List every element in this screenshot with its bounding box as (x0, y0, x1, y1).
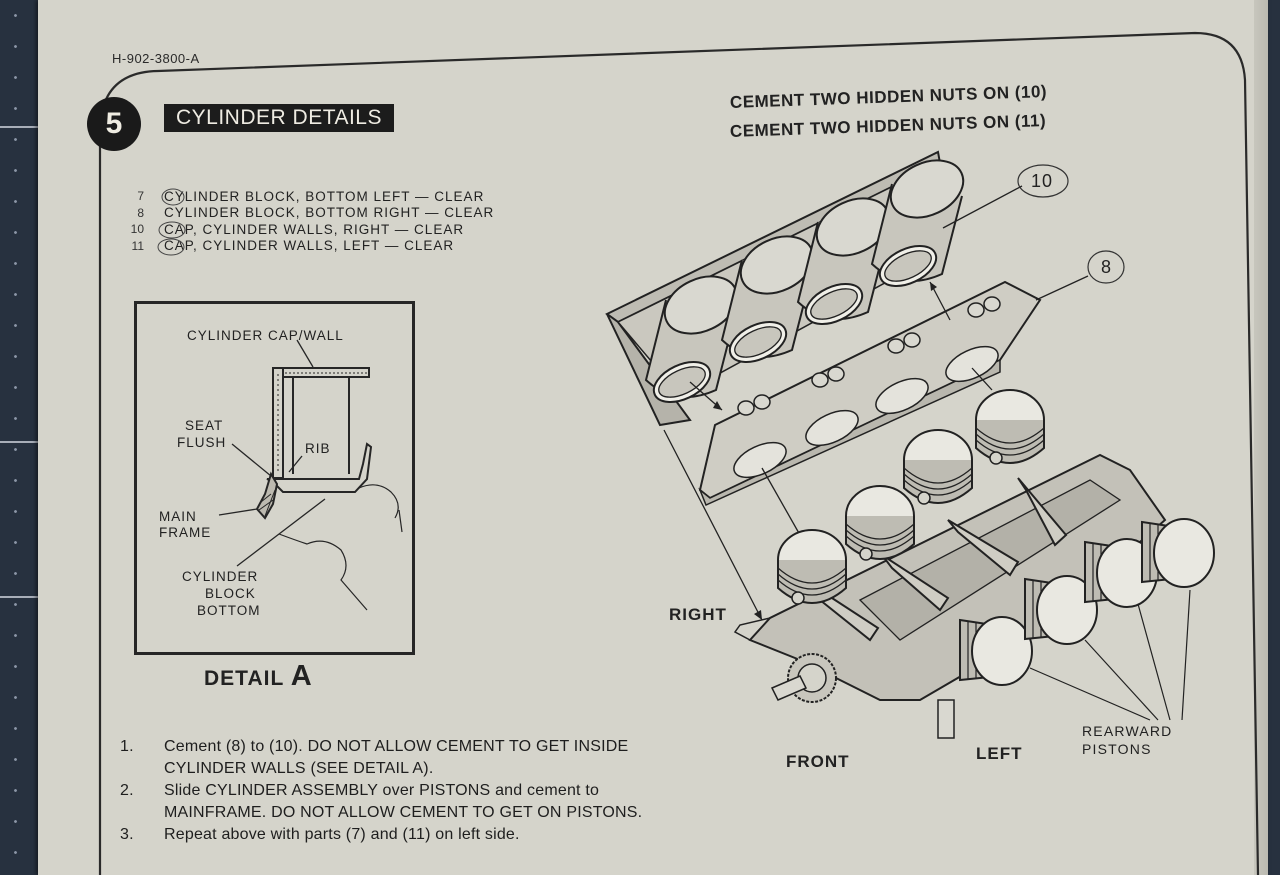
parts-list: 7 CYLINDER BLOCK, BOTTOM LEFT — CLEAR 8 … (120, 188, 494, 254)
step-title: CYLINDER DETAILS (164, 104, 394, 132)
label-rearward: REARWARD (1082, 723, 1173, 739)
part-row: 10 CAP, CYLINDER WALLS, RIGHT — CLEAR (120, 221, 494, 238)
label-rearward-pistons: REARWARD PISTONS (1082, 722, 1173, 758)
part-description: CYLINDER BLOCK, BOTTOM RIGHT — CLEAR (164, 205, 495, 221)
mat-grid-line (0, 126, 42, 128)
part-number-circles (157, 188, 186, 256)
detail-caption-letter: A (290, 660, 313, 692)
instruction-item: 1. Cement (8) to (10). DO NOT ALLOW CEME… (120, 736, 724, 780)
label-main: MAIN (159, 509, 197, 524)
part-number: 10 (130, 222, 144, 237)
part-number: 8 (137, 205, 144, 220)
label-front: FRONT (786, 752, 850, 771)
label-pistons: PISTONS (1082, 741, 1152, 757)
label-flush: FLUSH (177, 435, 227, 450)
part-row: 7 CYLINDER BLOCK, BOTTOM LEFT — CLEAR (120, 188, 494, 205)
mat-grid-line (0, 441, 42, 443)
instruction-sheet (38, 0, 1268, 875)
label-cylinder-cap-wall: CYLINDER CAP/WALL (187, 328, 344, 343)
label-bottom: BOTTOM (197, 603, 261, 618)
part-description: CYLINDER BLOCK, BOTTOM LEFT — CLEAR (164, 188, 485, 204)
callout-8: 8 (1101, 257, 1113, 277)
instruction-line: MAINFRAME. DO NOT ALLOW CEMENT TO GET ON… (164, 804, 643, 821)
part-number: 11 (131, 238, 144, 253)
part-description: CAP, CYLINDER WALLS, LEFT — CLEAR (164, 238, 455, 254)
instruction-number: 3. (120, 826, 134, 843)
label-rib: RIB (305, 441, 331, 456)
detail-caption-word: DETAIL (204, 667, 284, 690)
label-cylinder: CYLINDER (182, 569, 259, 584)
instructions-list: 1. Cement (8) to (10). DO NOT ALLOW CEME… (120, 736, 724, 846)
instruction-item: 3. Repeat above with parts (7) and (11) … (120, 824, 724, 846)
label-block: BLOCK (205, 586, 256, 601)
part-row: 11 CAP, CYLINDER WALLS, LEFT — CLEAR (120, 238, 494, 255)
instruction-line: Cement (8) to (10). DO NOT ALLOW CEMENT … (164, 738, 629, 755)
label-left: LEFT (976, 744, 1023, 763)
label-right: RIGHT (669, 605, 727, 624)
mat-grid-line (0, 596, 42, 598)
callout-10: 10 (1031, 171, 1054, 191)
part-description: CAP, CYLINDER WALLS, RIGHT — CLEAR (164, 221, 465, 237)
sheet-edge (1254, 0, 1268, 875)
instruction-item: 2. Slide CYLINDER ASSEMBLY over PISTONS … (120, 780, 724, 824)
instruction-line: Slide CYLINDER ASSEMBLY over PISTONS and… (164, 782, 600, 799)
detail-caption: DETAIL A (204, 660, 313, 693)
step-number-badge: 5 (87, 97, 141, 151)
label-seat: SEAT (185, 418, 224, 433)
part-row: 8 CYLINDER BLOCK, BOTTOM RIGHT — CLEAR (120, 205, 494, 222)
detail-a-box: CYLINDER CAP/WALL SEAT FLUSH RIB MAIN FR… (134, 301, 415, 655)
instruction-line: Repeat above with parts (7) and (11) on … (164, 826, 520, 843)
document-code: H-902-3800-A (112, 51, 200, 66)
detail-a-drawing (218, 339, 403, 611)
instruction-line: CYLINDER WALLS (SEE DETAIL A). (164, 760, 434, 777)
label-frame: FRAME (159, 525, 212, 540)
part-number: 7 (137, 189, 144, 204)
instruction-number: 2. (120, 782, 134, 799)
instruction-number: 1. (120, 738, 134, 755)
